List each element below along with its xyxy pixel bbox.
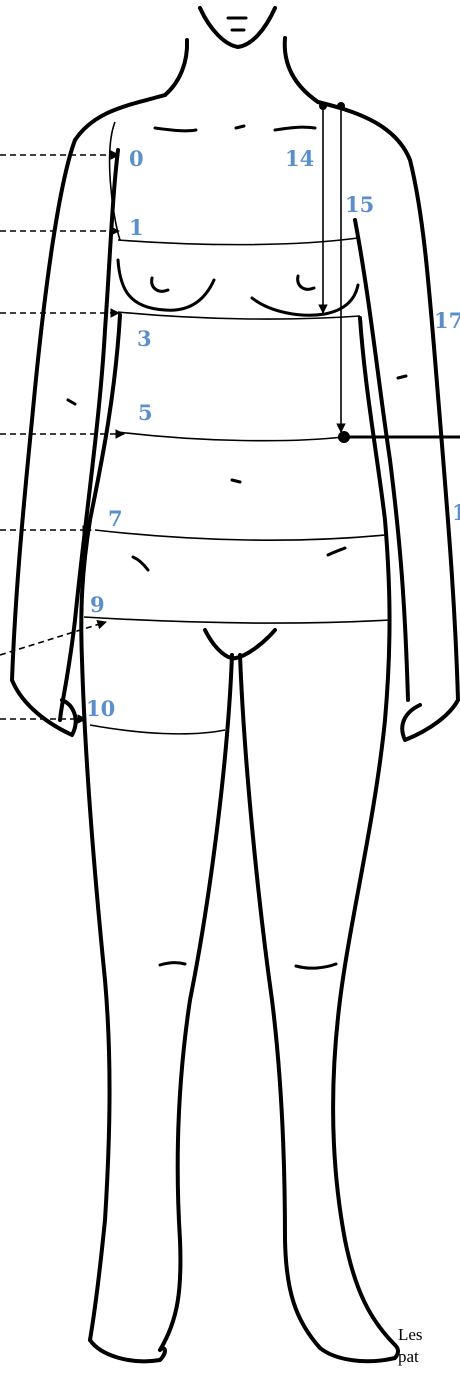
dot-14-start (319, 102, 327, 110)
chest-line (118, 238, 358, 245)
label-0: 0 (129, 146, 144, 171)
right-elbow-mark (398, 376, 406, 378)
dot-15-start (337, 102, 345, 110)
label-9: 9 (90, 592, 105, 617)
hip-line (84, 617, 390, 623)
dot-15-end (338, 431, 350, 443)
silhouette-outline (12, 8, 458, 1361)
label-3: 3 (137, 326, 152, 351)
left-elbow-mark (68, 400, 75, 404)
right-inner-leg (240, 655, 320, 1348)
waist-line (118, 432, 343, 441)
footnote-line-2: pat (398, 1346, 423, 1368)
left-leg-outline (81, 315, 120, 1340)
label-1: 1 (129, 215, 144, 240)
left-inner-leg (160, 655, 232, 1350)
right-nipple (298, 276, 314, 289)
right-foot (320, 1345, 398, 1361)
label-5: 5 (138, 400, 153, 425)
label-15: 15 (345, 192, 374, 217)
high-hip-line (95, 530, 385, 540)
neck-right-line (285, 38, 318, 102)
right-hip-mark (328, 548, 345, 555)
left-shoulder-arm-outline (12, 95, 165, 680)
left-hip-mark (133, 557, 148, 570)
footnote-line-1: Les (398, 1324, 423, 1346)
thigh-line (90, 725, 225, 734)
sternum-mark (236, 126, 244, 128)
label-17: 17 (434, 308, 460, 333)
label-19: 1 (452, 500, 460, 525)
footnote-text: Les pat (398, 1324, 423, 1368)
left-nipple (152, 278, 168, 291)
chin-line (200, 8, 275, 47)
left-knee-mark (160, 963, 185, 965)
neck-left-line (165, 40, 187, 95)
right-leg-outline (333, 318, 395, 1345)
label-10: 10 (86, 696, 115, 721)
left-breast (118, 260, 214, 310)
navel-mark (232, 480, 240, 482)
right-collarbone (275, 127, 315, 130)
left-inner-arm (60, 150, 118, 720)
label-14: 14 (285, 146, 314, 171)
label-7: 7 (108, 506, 123, 531)
left-collarbone (155, 128, 196, 131)
left-foot (90, 1340, 165, 1361)
right-inner-arm (355, 220, 408, 700)
right-hand (402, 700, 458, 740)
right-knee-mark (296, 964, 336, 968)
